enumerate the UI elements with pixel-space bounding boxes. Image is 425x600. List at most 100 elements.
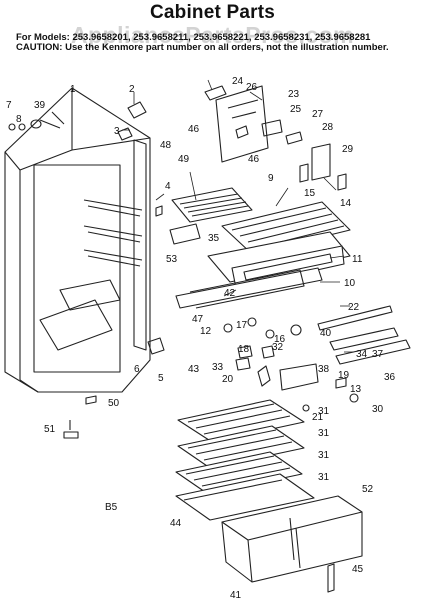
figure-code: B5 bbox=[105, 502, 118, 513]
top-hinge bbox=[127, 101, 147, 119]
callout-25: 25 bbox=[290, 104, 302, 115]
rail-36 bbox=[335, 339, 411, 365]
callout-27: 27 bbox=[312, 109, 324, 120]
callout-14: 14 bbox=[340, 198, 352, 209]
callout-18: 18 bbox=[238, 344, 250, 355]
caution-line: CAUTION: Use the Kenmore part number on … bbox=[16, 42, 389, 53]
callout-13: 13 bbox=[350, 384, 362, 395]
part-4 bbox=[155, 205, 163, 217]
glass-shelf-3 bbox=[175, 451, 303, 495]
ice-bin-29 bbox=[311, 143, 331, 181]
crisper-drawer bbox=[221, 495, 363, 583]
callout-48: 48 bbox=[160, 140, 172, 151]
part-40 bbox=[290, 324, 302, 336]
callout-47: 47 bbox=[192, 314, 204, 325]
callout-15: 15 bbox=[304, 188, 316, 199]
leveling-leg bbox=[63, 420, 79, 439]
cabinet-shell bbox=[4, 87, 151, 393]
part-16 bbox=[265, 329, 275, 339]
spacer-50 bbox=[85, 395, 97, 405]
screw-7 bbox=[8, 123, 16, 131]
callout-2: 2 bbox=[129, 84, 135, 95]
part-32 bbox=[261, 345, 275, 359]
control-panel bbox=[204, 85, 303, 163]
callout-21: 21 bbox=[312, 412, 324, 423]
callout-16: 16 bbox=[274, 334, 286, 345]
callout-34: 34 bbox=[356, 349, 368, 360]
callout-46a: 46 bbox=[188, 124, 200, 135]
callout-20: 20 bbox=[222, 374, 234, 385]
callout-44: 44 bbox=[170, 518, 182, 529]
housing-38 bbox=[279, 363, 319, 391]
part-15 bbox=[299, 163, 309, 183]
bin-53 bbox=[169, 223, 201, 245]
part-30 bbox=[349, 393, 359, 403]
part-21 bbox=[302, 404, 310, 412]
callout-22: 22 bbox=[348, 302, 360, 313]
rail-34 bbox=[329, 327, 399, 351]
part-13 bbox=[335, 377, 347, 389]
model-line: For Models: 253.9658201, 253.9658211, 25… bbox=[16, 32, 371, 43]
callout-52: 52 bbox=[362, 484, 374, 495]
glass-shelf-1 bbox=[177, 399, 305, 443]
callout-50: 50 bbox=[108, 398, 120, 409]
callout-43: 43 bbox=[188, 364, 200, 375]
part-12 bbox=[223, 323, 233, 333]
part-45 bbox=[327, 563, 335, 593]
callout-8: 8 bbox=[16, 114, 22, 125]
callout-31d: 31 bbox=[318, 472, 330, 483]
callout-53: 53 bbox=[166, 254, 178, 265]
glass-shelf-2 bbox=[177, 425, 305, 469]
callout-41: 41 bbox=[230, 590, 242, 600]
wire-shelf-49 bbox=[171, 187, 253, 223]
callout-32: 32 bbox=[272, 342, 284, 353]
callout-49: 49 bbox=[178, 154, 190, 165]
callout-37: 37 bbox=[372, 349, 384, 360]
callout-36: 36 bbox=[384, 372, 396, 383]
callout-28: 28 bbox=[322, 122, 334, 133]
part-18 bbox=[237, 345, 253, 359]
callout-29: 29 bbox=[342, 144, 354, 155]
callout-51: 51 bbox=[44, 424, 56, 435]
callout-45: 45 bbox=[352, 564, 364, 575]
callout-11: 11 bbox=[352, 254, 363, 265]
part-33 bbox=[235, 357, 251, 371]
callout-26: 26 bbox=[246, 82, 258, 93]
bottom-hinge bbox=[147, 337, 165, 355]
callout-17: 17 bbox=[236, 320, 248, 331]
callout-3: 3 bbox=[114, 126, 120, 137]
callout-10: 10 bbox=[344, 278, 356, 289]
callout-1: 1 bbox=[70, 84, 76, 95]
callout-6: 6 bbox=[134, 364, 140, 375]
channel-42 bbox=[175, 267, 323, 309]
part-14 bbox=[337, 173, 347, 191]
screw-8 bbox=[18, 123, 26, 131]
diagram-title: Cabinet Parts bbox=[149, 2, 276, 23]
callout-5: 5 bbox=[158, 373, 164, 384]
drawer-frame bbox=[189, 269, 305, 309]
callout-24: 24 bbox=[232, 76, 244, 87]
callout-31b: 31 bbox=[318, 428, 330, 439]
shelf-9 bbox=[221, 201, 351, 255]
part-17 bbox=[247, 317, 257, 327]
callout-35: 35 bbox=[208, 233, 220, 244]
rail-22 bbox=[317, 305, 393, 331]
callout-40: 40 bbox=[320, 328, 332, 339]
watermark-text: AppliancePartsPros.com bbox=[70, 22, 355, 48]
callout-46b: 46 bbox=[248, 154, 260, 165]
callout-12: 12 bbox=[200, 326, 212, 337]
hinge-pin bbox=[117, 127, 133, 141]
callout-19: 19 bbox=[338, 370, 350, 381]
callout-4: 4 bbox=[165, 181, 171, 192]
callout-7: 7 bbox=[6, 100, 12, 111]
callout-31a: 31 bbox=[318, 406, 330, 417]
callout-9: 9 bbox=[268, 173, 274, 184]
callout-30: 30 bbox=[372, 404, 384, 415]
part-20 bbox=[257, 365, 271, 387]
callout-42: 42 bbox=[224, 288, 236, 299]
callout-38: 38 bbox=[318, 364, 330, 375]
callout-23: 23 bbox=[288, 89, 300, 100]
callout-33: 33 bbox=[212, 362, 224, 373]
cover-44 bbox=[175, 473, 315, 521]
